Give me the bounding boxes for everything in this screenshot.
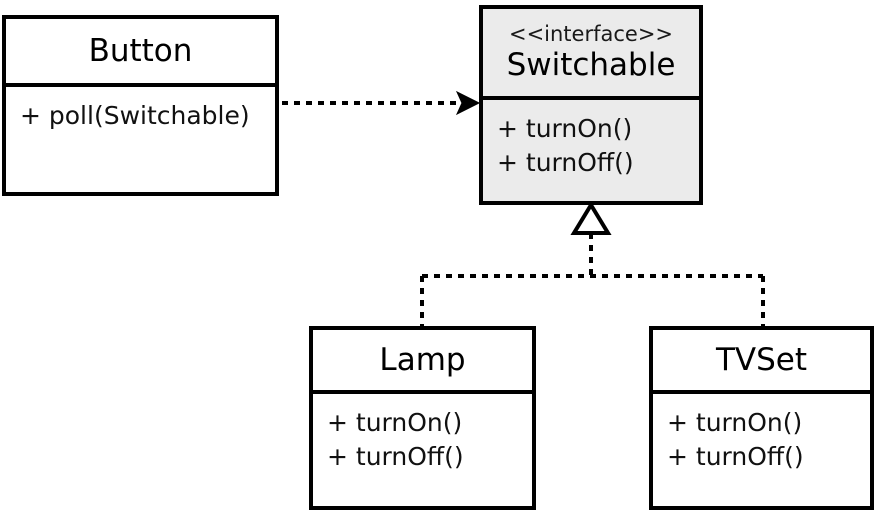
realization-hollow-triangle-icon (570, 201, 612, 235)
class-box-switchable[interactable]: <<interface>> Switchable + turnOn() + tu… (479, 5, 703, 205)
class-member: + turnOn() (497, 114, 633, 143)
class-member: + turnOn() (327, 408, 463, 437)
realization-tree (420, 201, 765, 328)
class-members-tvset: + turnOn() + turnOff() (653, 394, 870, 506)
class-member: + poll(Switchable) (20, 101, 250, 130)
class-member: + turnOff() (327, 442, 464, 471)
class-header-button: Button (6, 19, 275, 87)
class-box-tvset[interactable]: TVSet + turnOn() + turnOff() (649, 326, 874, 510)
class-member: + turnOn() (667, 408, 803, 437)
class-members-switchable: + turnOn() + turnOff() (483, 100, 699, 201)
class-name-tvset: TVSet (715, 342, 808, 378)
class-header-switchable: <<interface>> Switchable (483, 9, 699, 100)
class-members-lamp: + turnOn() + turnOff() (313, 394, 532, 506)
class-members-button: + poll(Switchable) (6, 87, 275, 192)
class-header-lamp: Lamp (313, 330, 532, 394)
class-box-button[interactable]: Button + poll(Switchable) (2, 15, 279, 196)
class-name-switchable: Switchable (506, 47, 676, 83)
dependency-arrowhead-icon (455, 90, 481, 116)
dependency-button-switchable (282, 90, 481, 116)
class-stereotype-switchable: <<interface>> (508, 22, 674, 46)
class-member: + turnOff() (667, 442, 804, 471)
class-box-lamp[interactable]: Lamp + turnOn() + turnOff() (309, 326, 536, 510)
class-name-button: Button (88, 33, 193, 69)
class-header-tvset: TVSet (653, 330, 870, 394)
class-member: + turnOff() (497, 148, 634, 177)
class-name-lamp: Lamp (379, 342, 466, 378)
